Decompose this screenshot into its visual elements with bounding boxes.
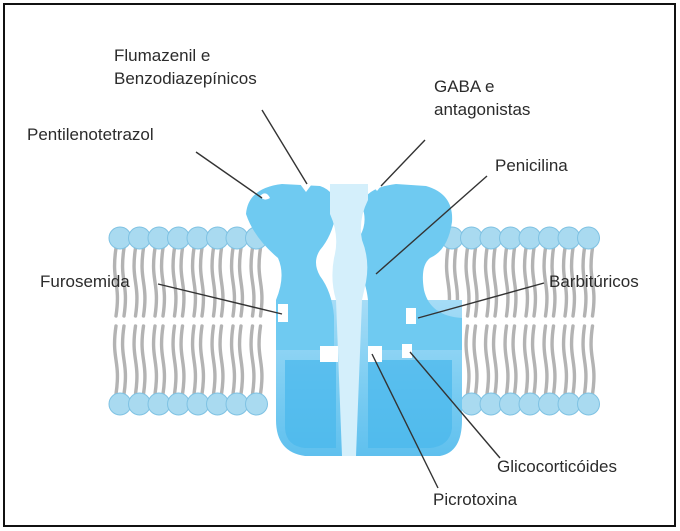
lipid-head — [187, 227, 209, 249]
label-gaba: GABA e antagonistas — [434, 75, 530, 121]
lipid-head — [539, 393, 561, 415]
lipid-head — [226, 227, 248, 249]
lipid-head — [578, 393, 600, 415]
channel-left-dark — [285, 360, 336, 448]
channel-right-dark — [368, 360, 452, 448]
label-gaba-line1: GABA e — [434, 75, 530, 98]
lipid-head — [578, 227, 600, 249]
lipid-head — [109, 393, 131, 415]
lipid-head — [461, 227, 483, 249]
lipid-head — [129, 227, 151, 249]
lipid-head — [207, 393, 229, 415]
lipid-head — [558, 393, 580, 415]
lipid-head — [226, 393, 248, 415]
label-barbituricos: Barbitúricos — [549, 270, 639, 293]
lipid-head — [539, 227, 561, 249]
lipid-head — [558, 227, 580, 249]
lipid-head — [500, 227, 522, 249]
lipid-head — [519, 393, 541, 415]
notch-glicocorticoides — [402, 344, 412, 358]
label-flumazenil-line1: Flumazenil e — [114, 44, 257, 67]
lipid-head — [246, 393, 268, 415]
lipid-head — [148, 227, 170, 249]
receptor-channel — [246, 182, 462, 456]
lipid-head — [109, 227, 131, 249]
label-picrotoxina: Picrotoxina — [433, 488, 517, 511]
label-glicocorticoides: Glicocorticóides — [497, 455, 617, 478]
lipid-head — [480, 227, 502, 249]
label-furosemida: Furosemida — [40, 270, 130, 293]
label-gaba-line2: antagonistas — [434, 98, 530, 121]
lipid-head — [129, 393, 151, 415]
lipid-head — [461, 393, 483, 415]
lipid-head — [500, 393, 522, 415]
label-flumazenil-line2: Benzodiazepínicos — [114, 67, 257, 90]
lipid-head — [187, 393, 209, 415]
notch-barbituricos — [406, 308, 416, 324]
label-flumazenil: Flumazenil e Benzodiazepínicos — [114, 44, 257, 90]
lipid-head — [148, 393, 170, 415]
lipid-head — [480, 393, 502, 415]
lipid-head — [519, 227, 541, 249]
label-penicilina: Penicilina — [495, 154, 568, 177]
label-pentilenotetrazol: Pentilenotetrazol — [27, 123, 154, 146]
notch-picrotoxina-left — [320, 346, 338, 362]
lipid-head — [168, 393, 190, 415]
lipid-head — [207, 227, 229, 249]
lipid-head — [168, 227, 190, 249]
